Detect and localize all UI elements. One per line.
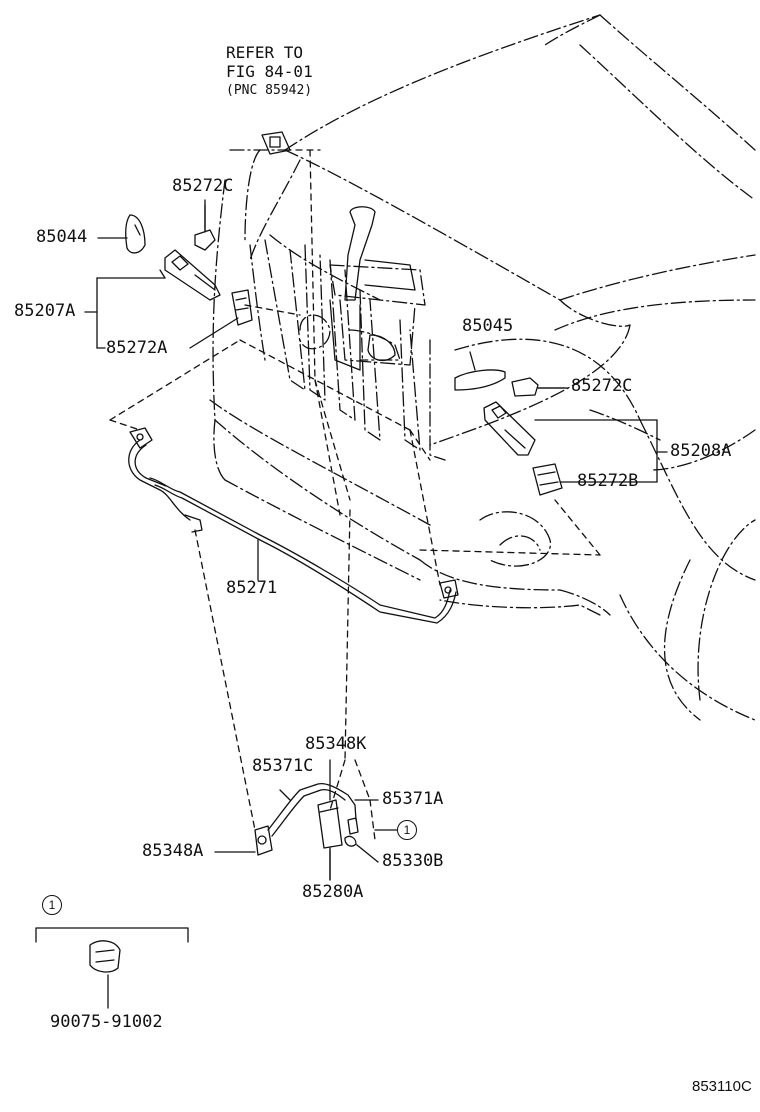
reference-note-line1: REFER TO <box>226 43 304 62</box>
refer-bracket-part <box>261 131 291 155</box>
label-85207A: 85207A <box>14 301 76 321</box>
label-85348K: 85348K <box>305 734 367 754</box>
figure-code: 853110C <box>692 1078 752 1095</box>
label-85272C-right: 85272C <box>571 376 633 396</box>
nozzle-85208A-part <box>483 401 536 456</box>
washer-tank-part <box>329 206 416 371</box>
label-85280A: 85280A <box>302 882 364 902</box>
label-85271: 85271 <box>226 578 278 598</box>
reference-note-line2: FIG 84-01 <box>226 62 313 81</box>
label-85371C: 85371C <box>252 756 314 776</box>
washer-pump-assembly <box>254 783 359 881</box>
label-85272A: 85272A <box>106 338 168 358</box>
bracket-85272B-part <box>532 463 563 496</box>
label-85045: 85045 <box>462 316 514 336</box>
nozzle-85207A-part <box>164 249 221 301</box>
callout-brackets <box>84 204 668 881</box>
label-85371A: 85371A <box>382 789 444 809</box>
label-85272C-top: 85272C <box>172 176 234 196</box>
label-85208A: 85208A <box>670 441 732 461</box>
label-90075-91002: 90075-91002 <box>50 1012 163 1032</box>
label-85272B: 85272B <box>577 471 639 491</box>
hose-85271-part <box>128 427 459 624</box>
leader-lines <box>109 149 601 841</box>
cover-85045-part <box>454 369 506 391</box>
label-85348A: 85348A <box>142 841 204 861</box>
label-85044: 85044 <box>36 227 88 247</box>
callout-1-pump: 1 <box>397 820 417 840</box>
reference-note-line3: (PNC 85942) <box>226 83 313 98</box>
inset-item-1 <box>35 927 189 1009</box>
bracket-85272A-part <box>231 289 253 326</box>
label-85330B: 85330B <box>382 851 444 871</box>
cover-85044-part <box>125 214 146 254</box>
callout-1-inset: 1 <box>42 895 62 915</box>
